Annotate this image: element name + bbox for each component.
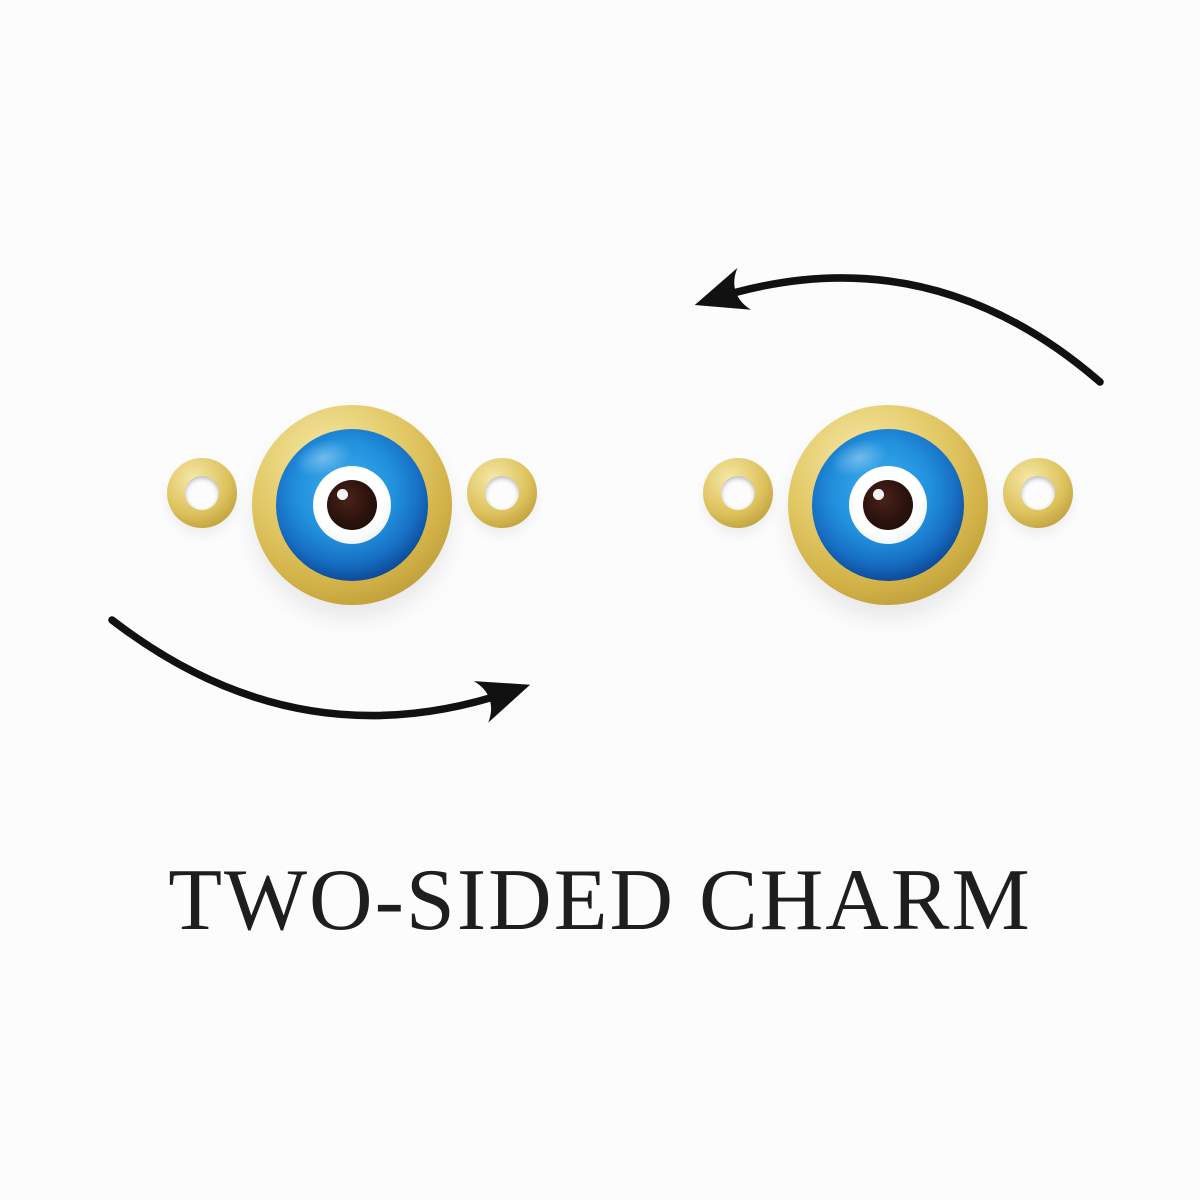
- pupil-highlight: [337, 489, 348, 500]
- connector-loop-right-icon: [1003, 458, 1073, 528]
- loop-hole: [485, 476, 519, 510]
- loop-hole: [721, 476, 755, 510]
- eye-pupil: [327, 480, 377, 530]
- pupil-highlight: [873, 489, 884, 500]
- gold-bezel: [252, 405, 452, 605]
- blue-glass-eye: [812, 429, 964, 581]
- gold-bezel: [788, 405, 988, 605]
- loop-hole: [185, 476, 219, 510]
- evil-eye-charm-back: [703, 400, 1073, 610]
- evil-eye-charm-front: [167, 400, 537, 610]
- loop-hole: [1021, 476, 1055, 510]
- rotate-clockwise-arrow-icon: [108, 616, 531, 723]
- eye-white-ring: [313, 466, 391, 544]
- connector-loop-right-icon: [467, 458, 537, 528]
- eye-pupil: [863, 480, 913, 530]
- caption-text: TWO-SIDED CHARM: [168, 852, 1032, 949]
- blue-glass-eye: [276, 429, 428, 581]
- rotate-counterclockwise-arrow-icon: [694, 267, 1104, 386]
- eye-white-ring: [849, 466, 927, 544]
- connector-loop-left-icon: [703, 458, 773, 528]
- connector-loop-left-icon: [167, 458, 237, 528]
